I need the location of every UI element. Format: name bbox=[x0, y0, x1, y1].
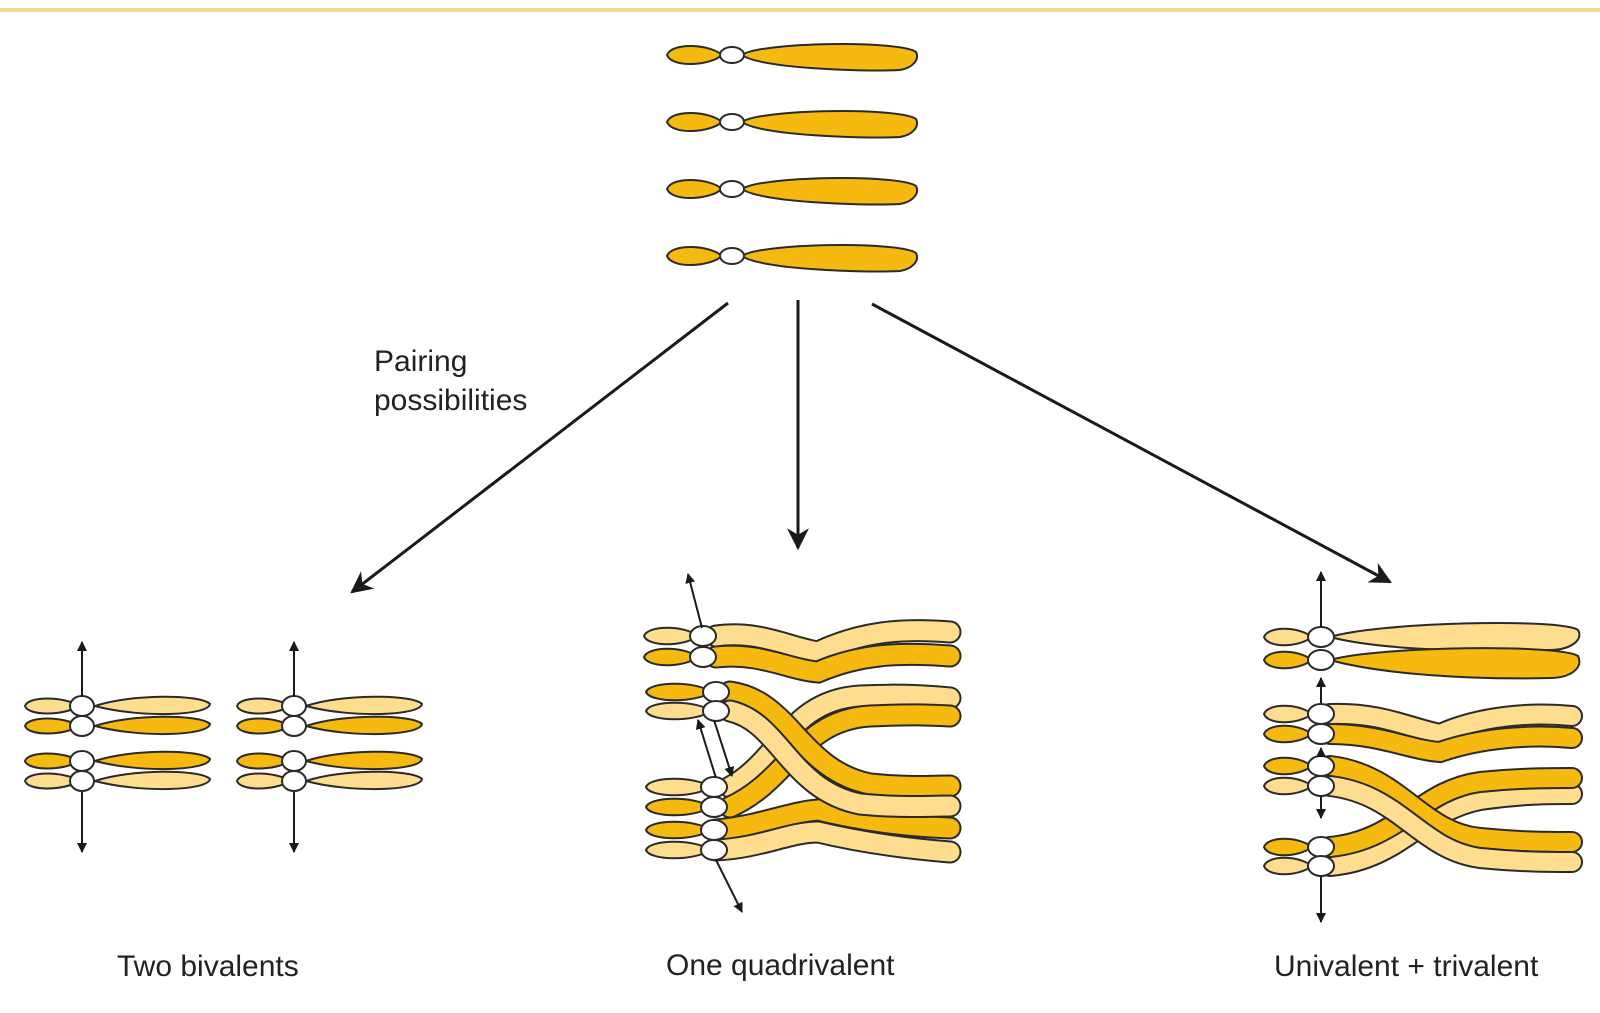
spindle-arrow-3 bbox=[695, 719, 717, 779]
centromeres bbox=[689, 625, 730, 861]
spindle-arrow-4 bbox=[715, 859, 743, 913]
chromosome-1 bbox=[665, 43, 918, 72]
chromatid-4 bbox=[235, 770, 424, 790]
arrow-to-univalent-trivalent bbox=[871, 302, 1392, 584]
univalent bbox=[1262, 621, 1581, 680]
one-quadrivalent bbox=[642, 573, 962, 913]
centromeres bbox=[1307, 703, 1335, 877]
one-quadrivalent-label: One quadrivalent bbox=[666, 949, 895, 982]
chromosome-2 bbox=[665, 110, 918, 139]
spindle-arrow-1 bbox=[685, 573, 703, 629]
two-bivalents bbox=[23, 641, 424, 853]
long-arms bbox=[704, 619, 962, 864]
bivalent-1 bbox=[23, 641, 212, 853]
short-arms bbox=[1262, 704, 1314, 876]
pairing-arrows bbox=[350, 300, 1392, 594]
chromatid-2 bbox=[235, 715, 424, 735]
centromeres bbox=[281, 695, 307, 792]
pairing-label-line2: possibilities bbox=[374, 384, 527, 417]
bivalent-2 bbox=[235, 641, 424, 853]
trivalent bbox=[1262, 702, 1583, 877]
chromatid-3 bbox=[235, 750, 424, 770]
unpaired-chromosomes bbox=[665, 43, 918, 273]
chromosome-4 bbox=[665, 244, 918, 273]
centromeres bbox=[69, 695, 95, 792]
long-arms bbox=[1319, 702, 1583, 877]
univalent-trivalent bbox=[1262, 571, 1583, 923]
chromatid-1 bbox=[235, 695, 424, 715]
short-arms bbox=[642, 626, 713, 860]
univalent-trivalent-label: Univalent + trivalent bbox=[1274, 950, 1539, 983]
chromatid-1 bbox=[23, 695, 212, 715]
pairing-label-line1: Pairing bbox=[374, 345, 467, 378]
arrow-to-bivalents bbox=[350, 301, 729, 594]
spindle-arrows bbox=[685, 573, 743, 913]
spindle-arrow-2 bbox=[713, 719, 735, 777]
chromatid-3 bbox=[23, 750, 212, 770]
two-bivalents-label: Two bivalents bbox=[117, 950, 299, 983]
chromatid-2 bbox=[23, 715, 212, 735]
chromosome-3 bbox=[665, 177, 918, 206]
chromatid-4 bbox=[23, 770, 212, 790]
